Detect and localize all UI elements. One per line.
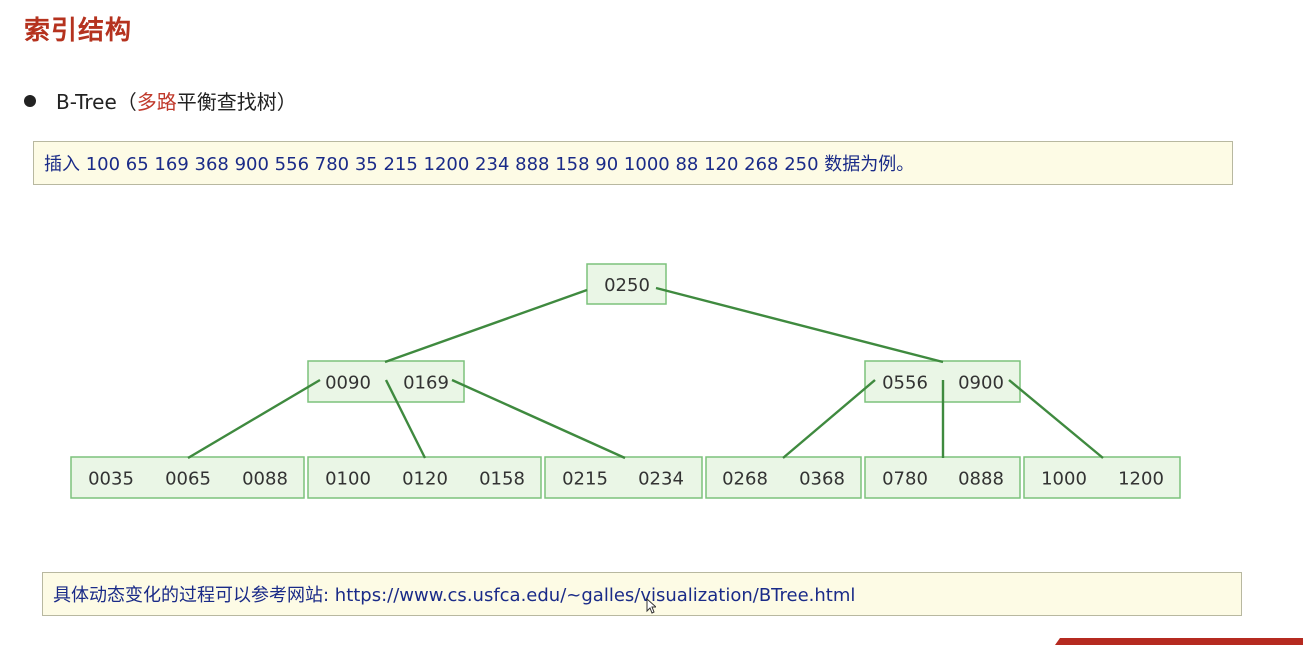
edge-root-right [655,286,944,364]
node-key-0215: 0215 [562,469,608,490]
node-key-0088: 0088 [242,469,288,490]
mouse-cursor-icon [646,598,656,614]
node-key-1000: 1000 [1041,469,1087,490]
node-key-0900: 0900 [958,373,1004,394]
leaf-node-6: 1000 1200 [1023,456,1181,499]
root-node-box [586,263,667,305]
leaf-node-5-box [864,456,1021,499]
leaf-node-2-box [307,456,542,499]
page-title: 索引结构 [24,16,133,46]
insert-note-text: 插入 100 65 169 368 900 556 780 35 215 120… [44,154,915,175]
internal-node-1: 0090 0169 [307,360,465,403]
node-key-0234: 0234 [638,469,684,490]
edge-0090-left [187,378,321,460]
leaf-node-5: 0780 0888 [864,456,1021,499]
insert-note: 插入 100 65 169 368 900 556 780 35 215 120… [33,141,1233,185]
node-key-0268: 0268 [722,469,768,490]
bullet-item-btree: B-Tree（ 多路 平衡查找树） [24,86,297,115]
leaf-node-2: 0100 0120 0158 [307,456,542,499]
edge-0169-right [451,378,626,460]
footer-decor-strip [1055,638,1303,645]
leaf-node-1-box [70,456,305,499]
reference-note: 具体动态变化的过程可以参考网站: https://www.cs.usfca.ed… [42,572,1242,616]
node-key-0368: 0368 [799,469,845,490]
node-key-0158: 0158 [479,469,525,490]
leaf-node-1: 0035 0065 0088 [70,456,305,499]
bullet-prefix: B-Tree（ [56,90,137,114]
node-key-0100: 0100 [325,469,371,490]
node-key-0250: 0250 [604,275,650,296]
node-key-0888: 0888 [958,469,1004,490]
node-key-0090: 0090 [325,373,371,394]
leaf-node-3-box [544,456,703,499]
edge-0900-right [1008,379,1104,459]
edge-root-left [384,288,588,364]
node-key-0065: 0065 [165,469,211,490]
node-key-1200: 1200 [1118,469,1164,490]
root-node: 0250 [586,263,667,305]
leaf-node-4: 0268 0368 [705,456,862,499]
edge-0556-left [782,379,876,459]
node-key-0120: 0120 [402,469,448,490]
bullet-dot-icon [24,94,36,107]
leaf-node-3: 0215 0234 [544,456,703,499]
node-key-0780: 0780 [882,469,928,490]
bullet-suffix: 平衡查找树） [176,90,297,114]
node-key-0169: 0169 [403,373,449,394]
node-key-0035: 0035 [88,469,134,490]
bullet-highlight: 多路 [136,90,177,114]
node-key-0556: 0556 [882,373,928,394]
edge-0090-0169 [384,379,427,459]
reference-note-text: 具体动态变化的过程可以参考网站: https://www.cs.usfca.ed… [53,585,856,606]
